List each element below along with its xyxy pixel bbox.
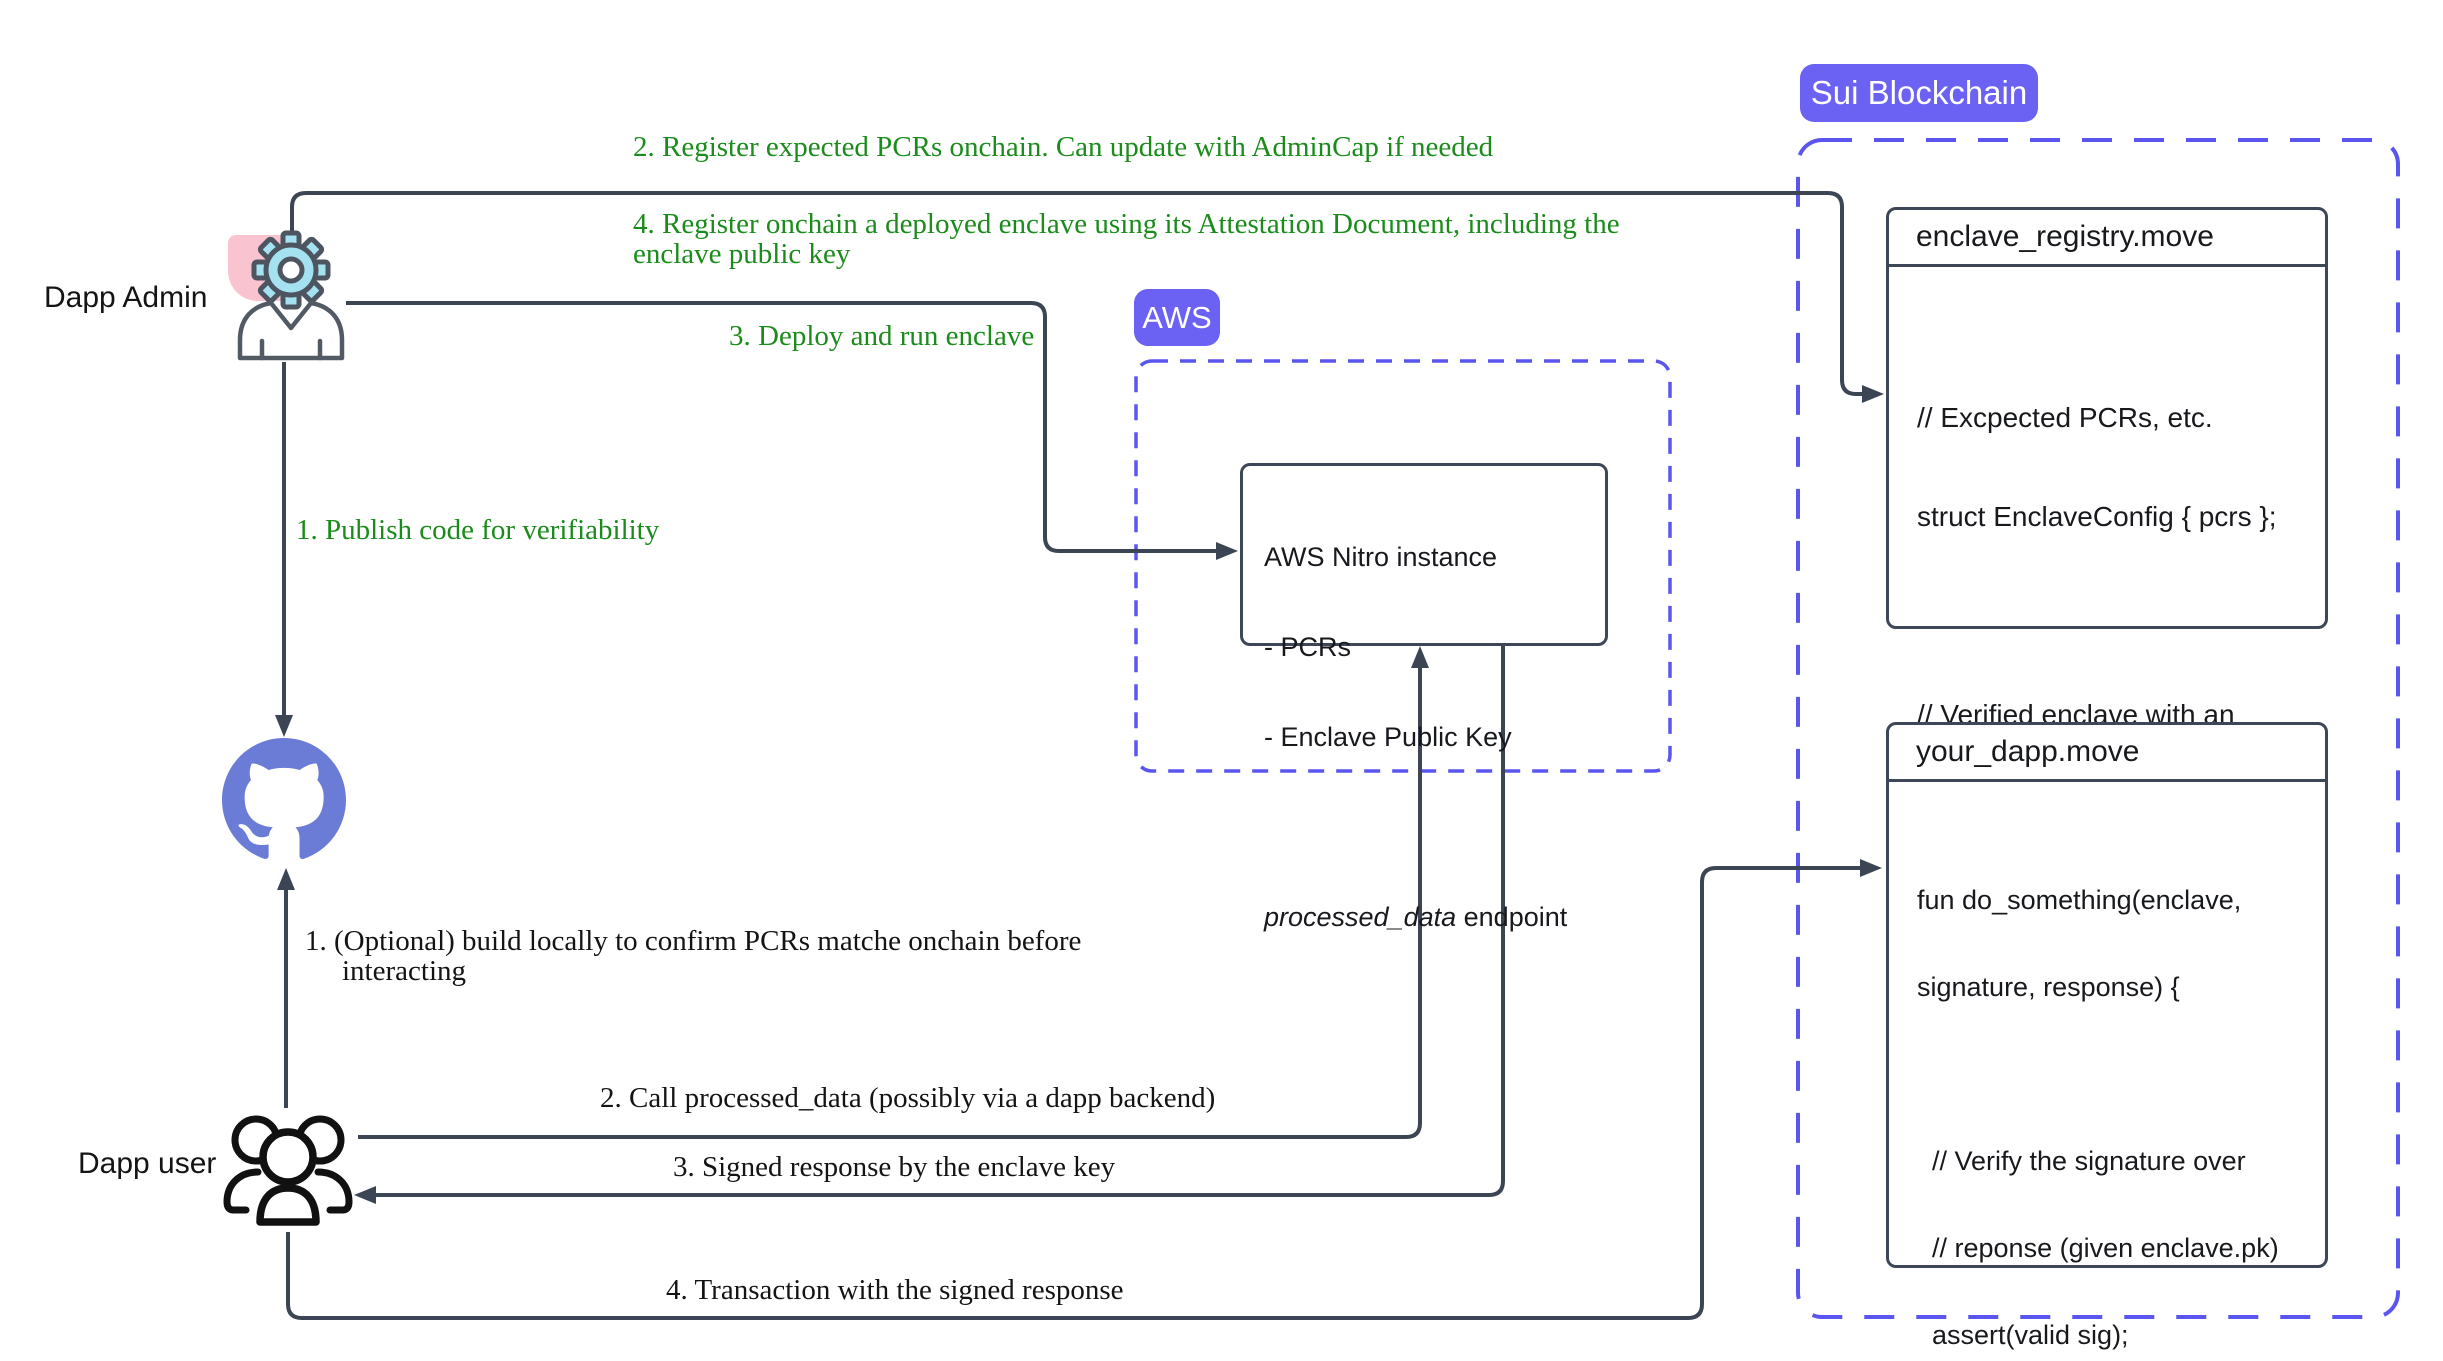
arrowhead-right-icon: [1862, 385, 1884, 403]
code-line: // Excpected PCRs, etc.: [1917, 402, 2213, 433]
annotation-publish-code: 1. Publish code for verifiability: [296, 514, 660, 546]
aws-boundary: [1134, 359, 1672, 773]
connector-call-processed-data: [358, 646, 1429, 1139]
code-line: [1917, 1060, 2311, 1089]
code-line: // Verify the signature over: [1917, 1146, 2246, 1176]
annotation-register-enclave-line1: 4. Register onchain a deployed enclave u…: [633, 208, 1620, 240]
nitro-blank-line: [1264, 812, 1605, 842]
annotation-register-pcrs: 2. Register expected PCRs onchain. Can u…: [633, 131, 1494, 163]
github-octocat-icon: [222, 738, 346, 859]
arrowhead-up-icon: [1411, 646, 1429, 668]
connector-deploy-enclave: [346, 301, 1238, 560]
annotation-register-enclave-line2: enclave public key: [633, 238, 851, 270]
code-line: assert(valid sig);: [1917, 1320, 2129, 1350]
arrowhead-left-icon: [354, 1186, 376, 1204]
connector-signed-response: [354, 641, 1505, 1204]
connector-transaction: [286, 859, 1882, 1320]
enclave-registry-title: enclave_registry.move: [1889, 210, 2325, 267]
arrowhead-up-icon: [277, 868, 295, 890]
sui-blockchain-badge: Sui Blockchain: [1800, 64, 2038, 122]
arrowhead-right-icon: [1860, 859, 1882, 877]
your-dapp-box: your_dapp.move fun do_something(enclave,…: [1886, 722, 2328, 1350]
code-line: // reponse (given enclave.pk): [1917, 1233, 2279, 1263]
sui-blockchain-boundary: [1796, 138, 2400, 1319]
endpoint-suffix: endpoint: [1456, 902, 1568, 932]
user-group-icon: [223, 1115, 353, 1226]
dapp-user-label: Dapp user: [78, 1147, 217, 1180]
nitro-endpoint-line: processed_data endpoint: [1264, 902, 1605, 932]
annotation-transaction: 4. Transaction with the signed response: [666, 1274, 1124, 1306]
connector-register-pcrs: [290, 191, 1884, 403]
annotation-call-processed-data: 2. Call processed_data (possibly via a d…: [600, 1082, 1216, 1114]
nitro-line: AWS Nitro instance: [1264, 542, 1498, 572]
code-line: signature, response) {: [1917, 972, 2180, 1002]
arrowhead-down-icon: [275, 715, 293, 737]
code-line: struct EnclaveConfig { pcrs };: [1917, 501, 2277, 532]
nitro-line: - Enclave Public Key: [1264, 722, 1512, 752]
code-line: fun do_something(enclave,: [1917, 885, 2242, 915]
your-dapp-title: your_dapp.move: [1889, 725, 2325, 782]
annotation-signed-response: 3. Signed response by the enclave key: [673, 1151, 1116, 1183]
annotation-build-locally-line1: 1. (Optional) build locally to confirm P…: [305, 925, 1082, 957]
gear-person-icon: [237, 230, 345, 361]
connector-build-locally: [277, 868, 295, 1108]
arrowhead-right-icon: [1216, 542, 1238, 560]
annotation-deploy-enclave: 3. Deploy and run enclave: [729, 320, 1035, 352]
code-line: [1917, 599, 2309, 632]
endpoint-name: processed_data: [1264, 902, 1457, 932]
dapp-admin-label: Dapp Admin: [44, 281, 208, 314]
aws-badge: AWS: [1134, 289, 1220, 346]
connector-publish-code: [275, 362, 293, 737]
annotation-build-locally-line2: interacting: [342, 955, 467, 987]
enclave-registry-box: enclave_registry.move // Excpected PCRs,…: [1886, 207, 2328, 928]
aws-nitro-instance-box: AWS Nitro instance - PCRs - Enclave Publ…: [1240, 463, 1608, 932]
nitro-line: - PCRs: [1264, 632, 1351, 662]
